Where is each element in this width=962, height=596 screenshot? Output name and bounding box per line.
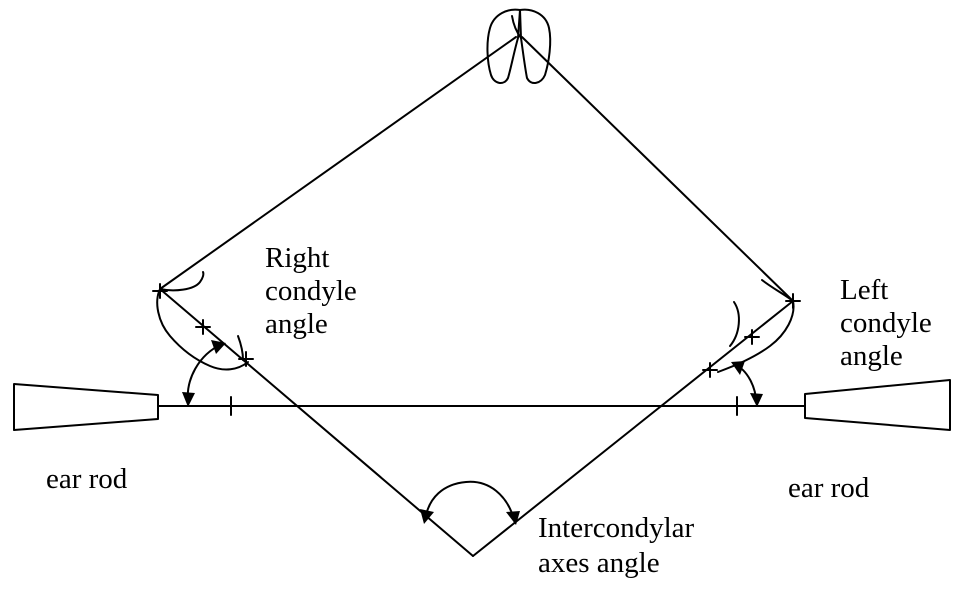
right-ear-rod-icon: [804, 379, 951, 431]
tick-left-condyle-mid: [744, 329, 760, 345]
arrowhead-left-condyle-line: [731, 361, 745, 375]
right-condyle-label-line-2: condyle: [265, 275, 357, 307]
left-condyle-to-incisor-line: [521, 36, 794, 302]
left-condyle-label-line-2: condyle: [840, 307, 932, 339]
intercondylar-axes-angle-label: Intercondylar axes angle: [538, 512, 694, 580]
intercondylar-angle-arc: [424, 480, 516, 524]
right-condyle-angle-label: Right condyle angle: [265, 242, 357, 341]
left-condyle-angle-label: Left condyle angle: [840, 274, 932, 373]
arrowhead-left-condyle-axis: [750, 393, 763, 407]
left-condyle-label-line-1: Left: [840, 274, 889, 306]
left-condyle-icon: [717, 279, 795, 373]
tick-left-condyle-low: [702, 362, 718, 378]
ear-rod-right-label: ear rod: [788, 472, 870, 504]
tick-right-condyle-low: [238, 351, 254, 367]
left-intercondylar-axis: [472, 300, 794, 557]
right-condyle-icon: [156, 271, 249, 371]
intercondylar-label-line-1: Intercondylar: [538, 512, 695, 544]
right-condyle-label-line-1: Right: [265, 242, 330, 274]
ear-rod-left-label: ear rod: [46, 463, 128, 495]
tick-marks: [152, 283, 801, 416]
right-condyle-to-incisor-line: [159, 36, 517, 290]
incisor-teeth-icon: [486, 8, 552, 84]
arrowhead-right-condyle-line: [211, 340, 226, 354]
arrowhead-intercondylar-left: [420, 509, 434, 524]
left-ear-rod-icon: [13, 383, 159, 431]
arrowhead-intercondylar-right: [506, 511, 520, 525]
arrowhead-right-condyle-axis: [182, 392, 195, 407]
tick-right-condyle-top: [152, 283, 168, 299]
right-condyle-label-line-3: angle: [265, 308, 328, 340]
left-condyle-label-line-3: angle: [840, 340, 903, 372]
tick-left-condyle-top: [785, 293, 801, 309]
tick-right-condyle-mid: [195, 319, 211, 335]
intercondylar-label-line-2: axes angle: [538, 547, 660, 579]
